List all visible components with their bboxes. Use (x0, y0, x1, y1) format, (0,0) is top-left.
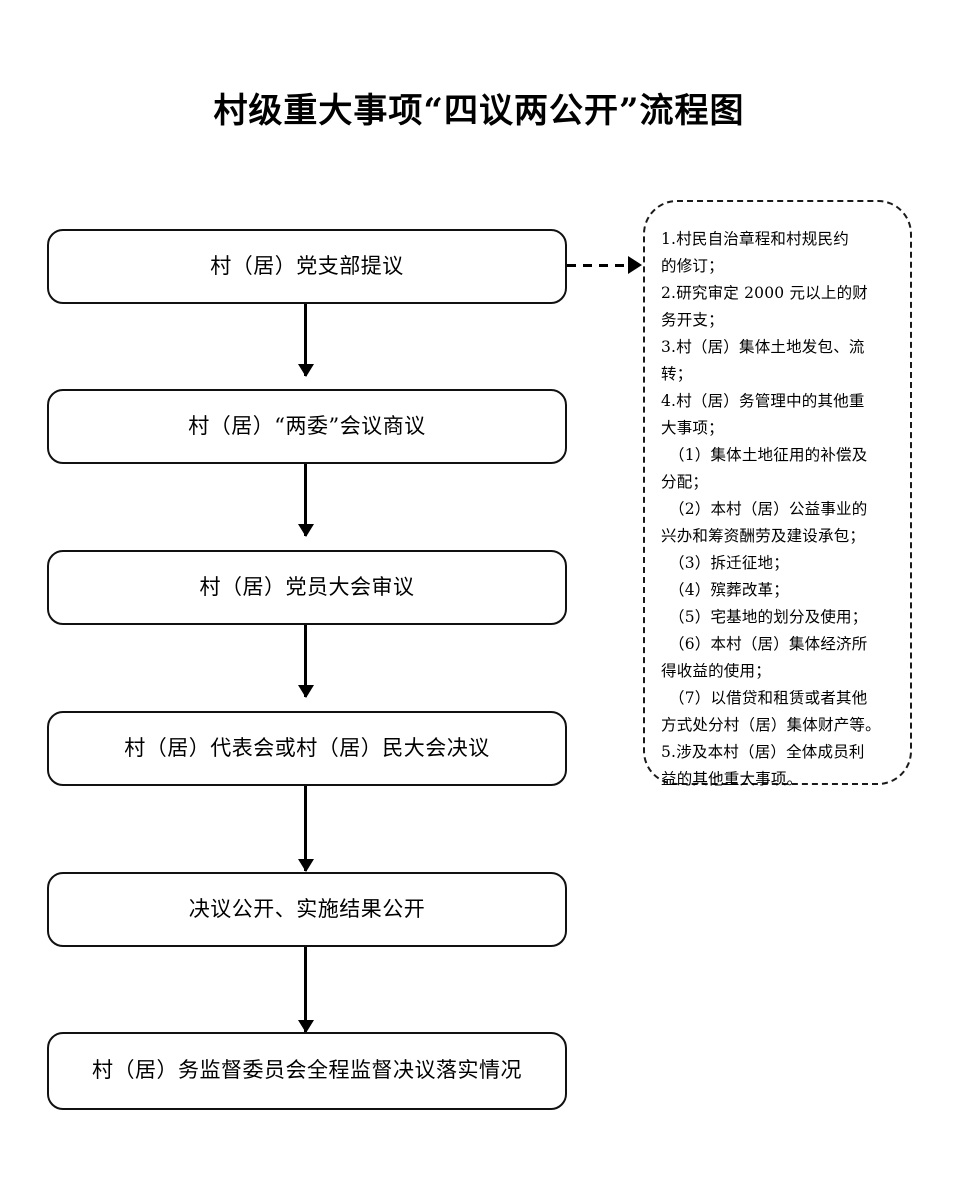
major-matters-line: 大事项； (661, 419, 724, 437)
major-matters-line: 的修订； (661, 257, 724, 275)
flow-step-1[interactable]: 村（居）党支部提议 (47, 229, 567, 304)
major-matters-list: 1.村民自治章程和村规民约的修订； 2.研究审定 2000 元以上的财务开支； 3.… (661, 226, 896, 793)
major-matters-line: 益的其他重大事项。 (661, 770, 803, 788)
major-matters-line: （2）本村（居）公益事业的 (669, 500, 868, 518)
major-matters-line: （1）集体土地征用的补偿及 (669, 446, 868, 464)
major-matters-line: 1.村民自治章程和村规民约 (661, 230, 849, 248)
major-matters-line: （4）殡葬改革； (669, 581, 789, 599)
major-matters-line: 转； (661, 365, 693, 383)
flow-step-6-label: 村（居）务监督委员会全程监督决议落实情况 (92, 1058, 522, 1083)
major-matters-line: 3.村（居）集体土地发包、流 (661, 338, 865, 356)
major-matters-line: 方式处分村（居）集体财产等。 (661, 716, 881, 734)
flow-step-2-label: 村（居）“两委”会议商议 (188, 413, 426, 438)
major-matters-panel: 1.村民自治章程和村规民约的修订； 2.研究审定 2000 元以上的财务开支； 3.… (643, 200, 912, 788)
major-matters-line: 兴办和筹资酬劳及建设承包； (661, 527, 866, 545)
major-matters-line: （6）本村（居）集体经济所 (669, 635, 868, 653)
flow-step-6[interactable]: 村（居）务监督委员会全程监督决议落实情况 (47, 1032, 567, 1110)
flow-step-3-label: 村（居）党员大会审议 (199, 574, 415, 599)
connector-3-to-4 (304, 625, 307, 697)
dashed-right-arrow-icon (567, 264, 631, 267)
connector-4-to-5 (304, 786, 307, 871)
major-matters-line: （7）以借贷和租赁或者其他 (669, 689, 868, 707)
major-matters-line: 5.涉及本村（居）全体成员利 (661, 743, 865, 761)
flow-step-4-label: 村（居）代表会或村（居）民大会决议 (124, 735, 490, 760)
major-matters-line: 4.村（居）务管理中的其他重 (661, 392, 865, 410)
flow-step-1-label: 村（居）党支部提议 (210, 253, 404, 278)
major-matters-line: 得收益的使用； (661, 662, 771, 680)
flow-step-4[interactable]: 村（居）代表会或村（居）民大会决议 (47, 711, 567, 786)
connector-5-to-6 (304, 947, 307, 1032)
major-matters-line: （5）宅基地的划分及使用； (669, 608, 868, 626)
major-matters-line: 务开支； (661, 311, 724, 329)
connector-2-to-3 (304, 464, 307, 536)
page-title: 村级重大事项“四议两公开”流程图 (213, 91, 745, 131)
flow-step-5-label: 决议公开、实施结果公开 (188, 896, 426, 921)
connector-1-to-2 (304, 304, 307, 376)
major-matters-line: 分配； (661, 473, 709, 491)
flow-step-5[interactable]: 决议公开、实施结果公开 (47, 872, 567, 947)
flow-step-2[interactable]: 村（居）“两委”会议商议 (47, 389, 567, 464)
flow-step-3[interactable]: 村（居）党员大会审议 (47, 550, 567, 625)
major-matters-line: （3）拆迁征地； (669, 554, 789, 572)
major-matters-line: 2.研究审定 2000 元以上的财 (661, 284, 868, 302)
dashed-arrowhead-icon (628, 256, 642, 274)
